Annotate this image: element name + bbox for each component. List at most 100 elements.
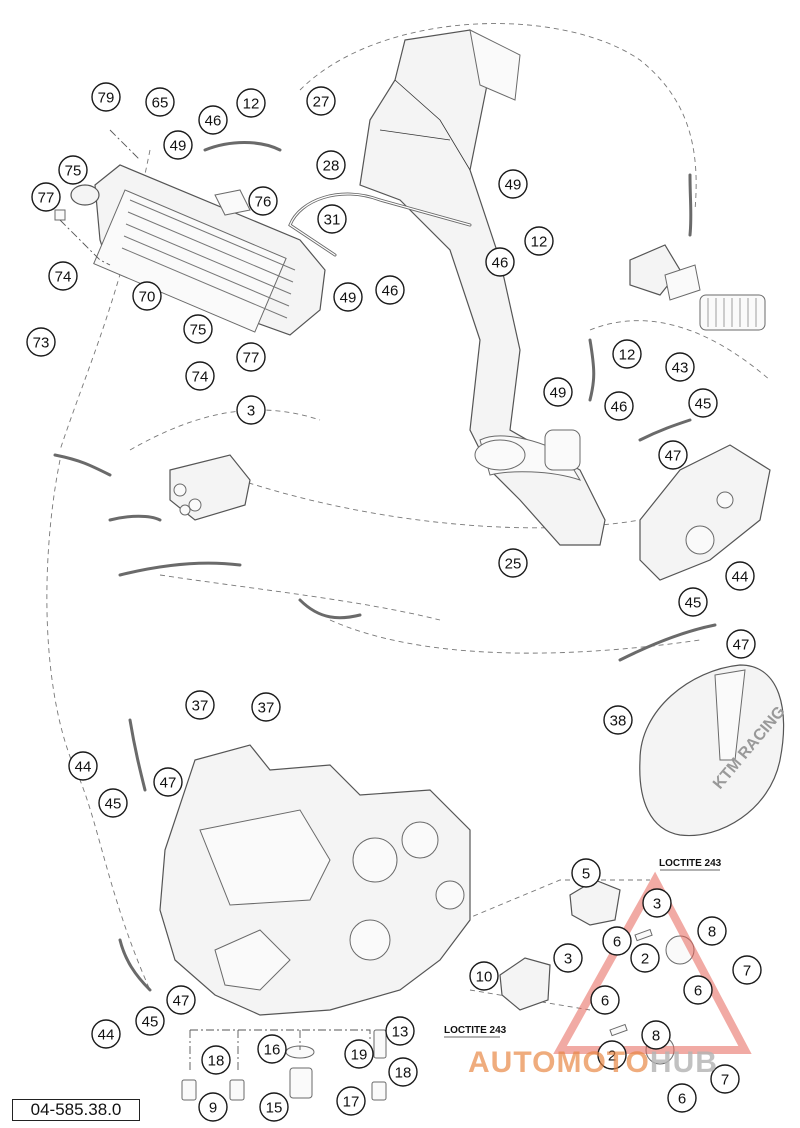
callout-circle [91, 82, 121, 112]
part-callout: 3 [236, 395, 266, 425]
callout-circle [571, 858, 601, 888]
part-callout: 74 [48, 261, 78, 291]
part-callout: 5 [571, 858, 601, 888]
callout-circle [658, 440, 688, 470]
callout-number: 8 [708, 924, 716, 941]
callout-circle [630, 943, 660, 973]
callout-circle [553, 943, 583, 973]
part-callout: 65 [145, 87, 175, 117]
routing-line [469, 989, 591, 1011]
callout-circle [236, 88, 266, 118]
callout-circle [344, 1039, 374, 1069]
part-callout: 47 [658, 440, 688, 470]
part-callout: 45 [135, 1006, 165, 1036]
part-callout: 37 [251, 692, 281, 722]
part-callout: 10 [469, 961, 499, 991]
callout-number: 46 [382, 283, 399, 300]
callout-number: 6 [601, 993, 609, 1010]
part-callout: 47 [166, 985, 196, 1015]
group-line [190, 1029, 371, 1040]
watermark-triangle [553, 871, 752, 1054]
callout-number: 73 [33, 335, 50, 352]
callout-circle [597, 1040, 627, 1070]
part-callout: 76 [248, 186, 278, 216]
callout-circle [135, 1006, 165, 1036]
part-callout: 6 [683, 975, 713, 1005]
callout-number: 3 [564, 951, 572, 968]
callout-number: 77 [38, 190, 55, 207]
part-callout: 49 [333, 282, 363, 312]
ignition-cover [639, 444, 771, 581]
diagram-reference-number: 04-585.38.0 [12, 1099, 140, 1121]
hoses [53, 141, 717, 992]
callout-number: 47 [665, 448, 682, 465]
callout-number: 46 [611, 399, 628, 416]
callout-number: 44 [75, 759, 92, 776]
callout-number: 77 [243, 350, 260, 367]
part-callout: 37 [185, 690, 215, 720]
callout-number: 49 [170, 138, 187, 155]
part-callout: 75 [58, 155, 88, 185]
part-callout: 6 [590, 985, 620, 1015]
callout-number: 74 [55, 269, 72, 286]
callout-number: 10 [476, 969, 493, 986]
callout-number: 8 [652, 1028, 660, 1045]
part-callout: 6 [602, 926, 632, 956]
callout-number: 46 [205, 113, 222, 130]
part-callout: 8 [697, 916, 727, 946]
callout-number: 27 [313, 94, 330, 111]
part-callout: 46 [485, 247, 515, 277]
part-callout: 2 [597, 1040, 627, 1070]
callout-number: 75 [65, 163, 82, 180]
callout-number: 76 [255, 194, 272, 211]
part-callout: 45 [98, 788, 128, 818]
part-callout: 13 [385, 1016, 415, 1046]
callout-number: 28 [323, 158, 340, 175]
callout-circle [68, 751, 98, 781]
distributor-block [169, 454, 251, 521]
routing-line [129, 409, 321, 451]
part-callout: 49 [543, 377, 573, 407]
callout-number: 31 [324, 212, 341, 229]
callout-circle [166, 985, 196, 1015]
part-callout: 75 [183, 314, 213, 344]
callout-number: 45 [105, 796, 122, 813]
callout-circle [485, 247, 515, 277]
callout-number: 38 [610, 713, 627, 730]
part-callout: 16 [257, 1034, 287, 1064]
callout-circle [248, 186, 278, 216]
callout-number: 6 [694, 983, 702, 1000]
callout-number: 12 [619, 347, 636, 364]
callout-number: 75 [190, 322, 207, 339]
part-callout: 25 [498, 548, 528, 578]
callout-circle [641, 1020, 671, 1050]
callout-number: 47 [733, 637, 750, 654]
callout-number: 47 [173, 993, 190, 1010]
part-callout: 70 [132, 281, 162, 311]
callout-number: 2 [641, 951, 649, 968]
callout-circle [58, 155, 88, 185]
callout-circle [48, 261, 78, 291]
callout-number: 5 [582, 866, 590, 883]
clutch-cover: KTM RACING [639, 664, 789, 837]
group-line [59, 219, 111, 266]
routing-line [589, 320, 771, 381]
callout-number: 65 [152, 95, 169, 112]
callout-circle [710, 1064, 740, 1094]
part-callout: 7 [710, 1064, 740, 1094]
callout-number: 44 [732, 569, 749, 586]
part-callout: 12 [524, 226, 554, 256]
water-pump-parts [629, 244, 766, 331]
part-callout: 3 [553, 943, 583, 973]
part-callout: 79 [91, 82, 121, 112]
part-callout: 45 [678, 587, 708, 617]
loctite-note: LOCTITE 243 [659, 858, 722, 869]
callout-number: 13 [392, 1024, 409, 1041]
callout-circle [388, 1057, 418, 1087]
callout-number: 6 [613, 934, 621, 951]
callout-circle [498, 169, 528, 199]
part-callout: 28 [316, 150, 346, 180]
callout-number: 7 [721, 1072, 729, 1089]
callout-circle [603, 705, 633, 735]
callout-circle [98, 788, 128, 818]
